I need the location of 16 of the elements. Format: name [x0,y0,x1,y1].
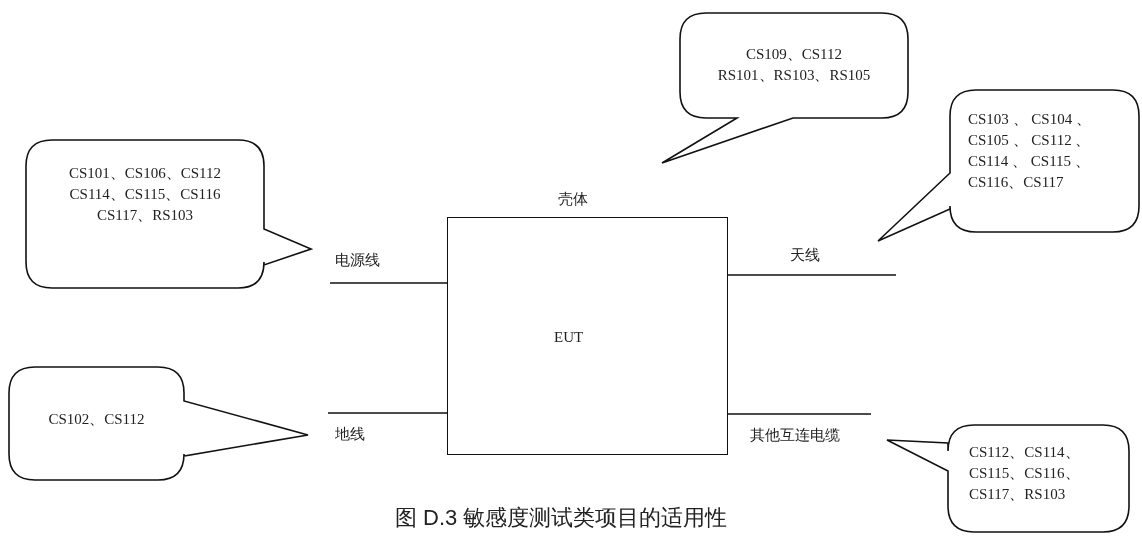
cable-label: 地线 [335,424,365,444]
test-list: CS101、CS106、CS112 CS114、CS115、CS116 CS117、RS103 [26,163,264,226]
cable-line [727,274,897,276]
housing-label: 壳体 [558,189,588,209]
cable-label: 天线 [790,245,820,265]
test-list: CS112、CS114、 CS115、CS116、 CS117、RS103 [969,442,1119,505]
box-label: EUT [554,328,584,347]
cable-line [329,282,448,284]
cable-label: 电源线 [335,250,380,270]
figure-caption: 图 D.3 敏感度测试类项目的适用性 [395,504,728,532]
test-list: CS103 、 CS104 、 CS105 、 CS112 、 CS114 、 CS115 、 CS116、CS117 [968,109,1128,193]
cable-label: 其他互连电缆 [750,425,840,445]
cable-line [727,413,872,415]
test-list: CS102、CS112 [9,409,184,430]
cable-line [327,412,448,414]
test-list: CS109、CS112 RS101、RS103、RS105 [680,44,908,86]
